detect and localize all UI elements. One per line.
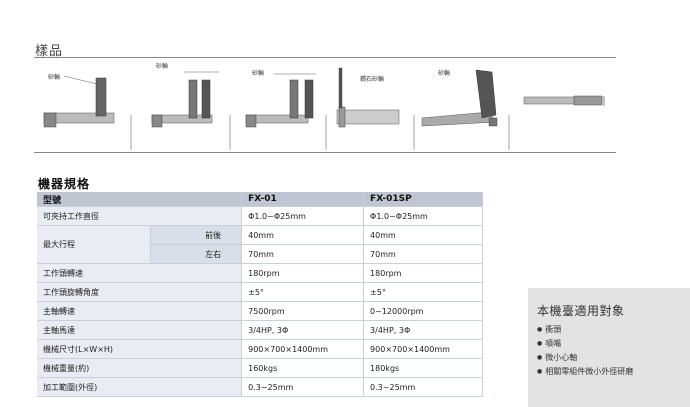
table-row: 機械尺寸(L×W×H) 900×700×1400mm 900×700×1400m… (37, 339, 483, 359)
fx01sp-value: 180rpm (363, 263, 483, 283)
row-label: 工作頭轉速 (37, 263, 243, 283)
spec-header-fx01: FX-01 (241, 192, 365, 207)
row-label: 機械重量(約) (37, 358, 243, 378)
row-label: 最大行程 (37, 225, 152, 264)
fx01-value: 40mm (241, 225, 365, 245)
fx01-value: 7500rpm (241, 301, 365, 321)
sample-5-sketch (421, 69, 498, 127)
table-row: 可夾持工作直徑 Φ1.0~Φ25mm Φ1.0~Φ25mm (37, 206, 483, 226)
fx01-value: ±5° (241, 282, 365, 302)
table-row: 最大行程 前後 40mm 40mm (37, 225, 483, 264)
samples-diagram: 砂輪 砂輪 砂輪 鑽石砂輪 砂輪 (43, 62, 605, 150)
fx01sp-value: 0.3~25mm (363, 377, 483, 397)
table-row: 左右 70mm 70mm (37, 244, 483, 264)
samples-bottom-rule (34, 152, 616, 153)
row-sublabel: 前後 (150, 225, 243, 245)
fx01sp-value: 900×700×1400mm (363, 339, 483, 359)
fx01sp-value: ±5° (363, 282, 483, 302)
row-label: 主軸轉速 (37, 301, 243, 321)
table-row: 主軸轉速 7500rpm 0~12000rpm (37, 301, 483, 321)
applications-panel: 本機臺適用對象 衝頭 噴嘴 微小心軸 相關零組件微小外徑研磨 (528, 288, 690, 407)
table-row: 工作頭旋轉角度 ±5° ±5° (37, 282, 483, 302)
fx01-value: 3/4HP, 3Φ (241, 320, 365, 340)
list-item: 噴嘴 (537, 337, 633, 351)
applications-list: 衝頭 噴嘴 微小心軸 相關零組件微小外徑研磨 (537, 323, 633, 379)
fx01-value: 900×700×1400mm (241, 339, 365, 359)
sample-6-sketch (523, 95, 605, 106)
applications-title: 本機臺適用對象 (537, 304, 625, 318)
sample-2-sketch (151, 71, 219, 128)
row-sublabel: 左右 (150, 244, 243, 264)
sample-3-label: 砂輪 (252, 69, 264, 77)
fx01-value: 160kgs (241, 358, 365, 378)
sample-4-label: 鑽石砂輪 (360, 75, 384, 83)
row-label: 主軸馬達 (37, 320, 243, 340)
spec-header-row: 型號 FX-01 FX-01SP (37, 192, 483, 207)
samples-top-rule (34, 57, 616, 58)
row-label: 可夾持工作直徑 (37, 206, 243, 226)
sample-2-label: 砂輪 (156, 62, 168, 70)
list-item: 衝頭 (537, 323, 633, 337)
sample-4-sketch (336, 67, 400, 128)
row-label: 加工範圍(外徑) (37, 377, 243, 397)
fx01-value: 0.3~25mm (241, 377, 365, 397)
fx01-value: Φ1.0~Φ25mm (241, 206, 365, 226)
list-item: 相關零組件微小外徑研磨 (537, 365, 633, 379)
list-item: 微小心軸 (537, 351, 633, 365)
spec-header-model: 型號 (37, 192, 243, 207)
spec-header-fx01sp: FX-01SP (363, 192, 483, 207)
row-label: 機械尺寸(L×W×H) (37, 339, 243, 359)
fx01sp-value: 40mm (363, 225, 483, 245)
fx01sp-value: 180kgs (363, 358, 483, 378)
fx01sp-value: Φ1.0~Φ25mm (363, 206, 483, 226)
fx01-value: 180rpm (241, 263, 365, 283)
sample-1-label: 砂輪 (48, 73, 60, 81)
fx01sp-value: 3/4HP, 3Φ (363, 320, 483, 340)
row-label: 工作頭旋轉角度 (37, 282, 243, 302)
sample-1-sketch (43, 75, 115, 128)
table-row: 工作頭轉速 180rpm 180rpm (37, 263, 483, 283)
table-row: 機械重量(約) 160kgs 180kgs (37, 358, 483, 378)
spec-title: 機器規格 (38, 177, 91, 191)
table-row: 加工範圍(外徑) 0.3~25mm 0.3~25mm (37, 377, 483, 397)
fx01sp-value: 70mm (363, 244, 483, 264)
samples-title: 樣品 (35, 44, 64, 59)
spec-table: 型號 FX-01 FX-01SP 可夾持工作直徑 Φ1.0~Φ25mm Φ1.0… (37, 192, 483, 397)
fx01-value: 70mm (241, 244, 365, 264)
table-row: 主軸馬達 3/4HP, 3Φ 3/4HP, 3Φ (37, 320, 483, 340)
sample-3-sketch (245, 73, 316, 128)
fx01sp-value: 0~12000rpm (363, 301, 483, 321)
sample-5-label: 砂輪 (438, 69, 450, 77)
